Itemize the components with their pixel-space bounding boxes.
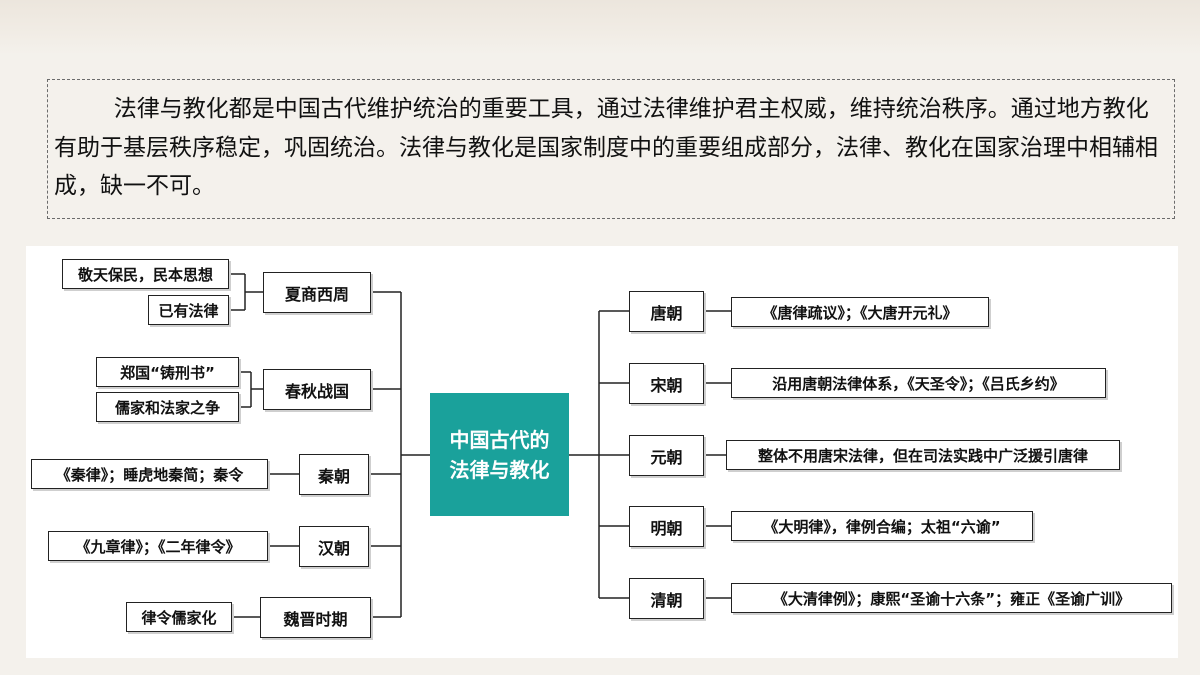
left-item-han: 《九章律》；《二年律令》 xyxy=(48,531,268,561)
left-item-qin: 《秦律》；睡虎地秦简；秦令 xyxy=(31,459,268,489)
left-period-weijin: 魏晋时期 xyxy=(260,597,371,638)
intro-paragraph: 法律与教化都是中国古代维护统治的重要工具，通过法律维护君主权威，维持统治秩序。通… xyxy=(54,96,1158,199)
right-detail-qing: 《大清律例》；康熙“圣谕十六条”；雍正《圣谕广训》 xyxy=(731,583,1172,613)
left-item-weijin: 律令儒家化 xyxy=(126,602,232,632)
right-detail-tang: 《唐律疏议》；《大唐开元礼》 xyxy=(731,297,989,327)
intro-textbox: 法律与教化都是中国古代维护统治的重要工具，通过法律维护君主权威，维持统治秩序。通… xyxy=(47,79,1175,219)
right-dynasty-qing: 清朝 xyxy=(629,578,704,619)
right-detail-yuan: 整体不用唐宋法律，但在司法实践中广泛援引唐律 xyxy=(726,440,1120,470)
left-period-xiashang: 夏商西周 xyxy=(263,272,371,313)
center-topic: 中国古代的法律与教化 xyxy=(430,393,569,516)
right-detail-ming: 《大明律》，律例合编；太祖“六谕” xyxy=(731,511,1033,541)
left-period-qin: 秦朝 xyxy=(299,454,369,495)
left-item-cqzg-1: 郑国“铸刑书” xyxy=(96,357,239,387)
left-period-han: 汉朝 xyxy=(299,526,369,567)
right-detail-song: 沿用唐朝法律体系，《天圣令》；《吕氏乡约》 xyxy=(731,368,1106,398)
right-dynasty-yuan: 元朝 xyxy=(629,435,704,476)
left-item-xsxz-1: 敬天保民，民本思想 xyxy=(62,259,229,289)
right-dynasty-ming: 明朝 xyxy=(629,506,704,547)
top-decorative-band xyxy=(0,0,1200,55)
right-dynasty-tang: 唐朝 xyxy=(629,291,704,332)
left-item-cqzg-2: 儒家和法家之争 xyxy=(96,392,239,422)
right-dynasty-song: 宋朝 xyxy=(629,363,704,404)
left-period-chunqiu: 春秋战国 xyxy=(263,369,371,410)
left-item-xsxz-2: 已有法律 xyxy=(148,295,229,325)
